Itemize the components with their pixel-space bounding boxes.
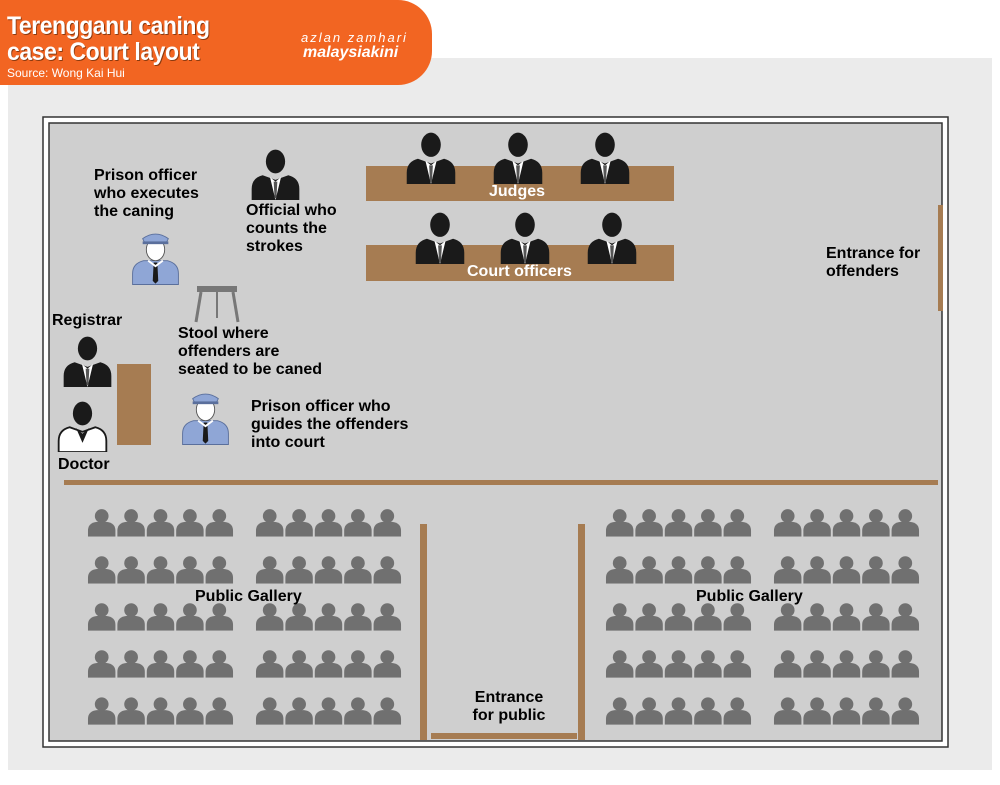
court-officers-label: Court officers xyxy=(467,263,572,280)
offender-entrance-door xyxy=(938,205,943,311)
public-entrance-door xyxy=(431,733,577,739)
page-title: Terengganu caning case: Court layout xyxy=(7,13,210,65)
registrar-label: Registrar xyxy=(52,312,123,329)
registrar-desk xyxy=(117,364,151,445)
stool-icon xyxy=(194,286,240,323)
prison-officer-guide-label: Prison officer who guides the offenders … xyxy=(251,398,409,451)
entrance-public-label: Entrance for public xyxy=(472,689,546,724)
title-line-1: Terengganu caning xyxy=(7,12,210,40)
public-entrance-wall-left xyxy=(420,524,427,740)
brand-logo: malaysiakini xyxy=(303,44,399,61)
credit-text: azlan zamhari xyxy=(301,30,408,45)
doctor-label: Doctor xyxy=(58,456,110,473)
judges-label: Judges xyxy=(489,183,546,200)
header-banner: Terengganu caning case: Court layout Sou… xyxy=(0,0,432,85)
public-gallery-left-label: Public Gallery xyxy=(195,588,302,605)
counting-official-label: Official who counts the strokes xyxy=(246,202,337,255)
title-line-2: case: Court layout xyxy=(7,38,200,66)
public-entrance-wall-right xyxy=(578,524,585,740)
entrance-offenders-label: Entrance for offenders xyxy=(826,245,921,280)
prison-officer-caning-label: Prison officer who executes the caning xyxy=(94,167,199,220)
source-text: Source: Wong Kai Hui xyxy=(7,66,125,80)
stool-label: Stool where offenders are seated to be c… xyxy=(178,325,323,378)
public-gallery-right-label: Public Gallery xyxy=(696,588,803,605)
gallery-divider xyxy=(64,480,938,485)
